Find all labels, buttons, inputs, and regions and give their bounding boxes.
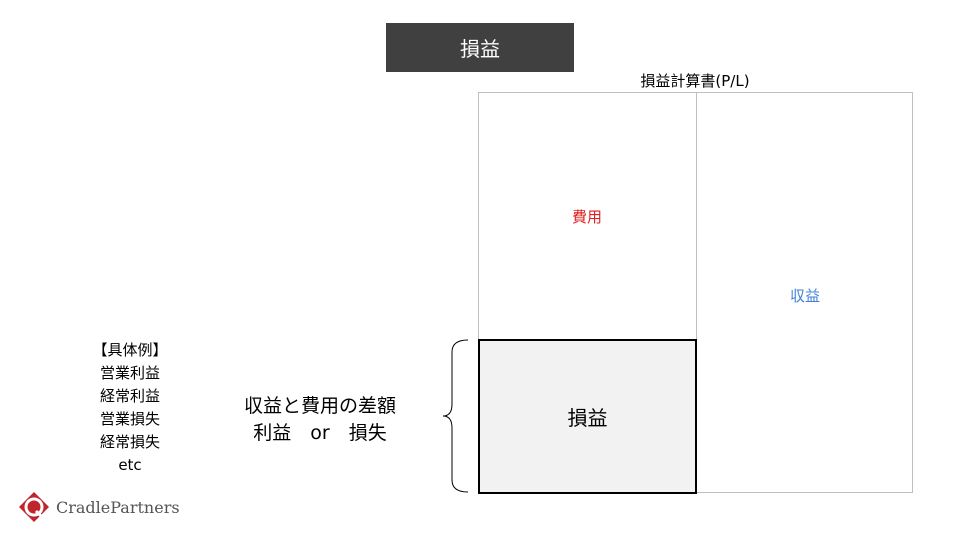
page-title: 損益 — [386, 23, 574, 72]
profit-loss-box: 損益 — [478, 339, 697, 494]
examples-list: 【具体例】 営業利益 経常利益 営業損失 経常損失 etc — [65, 339, 195, 477]
expense-label: 費用 — [571, 208, 602, 226]
cradle-partners-logo-icon — [19, 492, 49, 522]
pl-caption: 損益計算書(P/L) — [640, 72, 750, 90]
curly-brace-icon — [442, 339, 469, 493]
difference-line-1: 収益と費用の差額 — [243, 395, 396, 417]
pl-divider — [696, 92, 697, 493]
example-item: etc — [118, 456, 142, 474]
difference-line-2: 利益 or 損失 — [253, 422, 387, 444]
example-item: 経常損失 — [99, 433, 160, 451]
example-item: 営業損失 — [99, 410, 160, 428]
profit-loss-label: 損益 — [567, 406, 608, 430]
example-item: 経常利益 — [99, 387, 160, 405]
difference-text: 収益と費用の差額 利益 or 損失 — [210, 393, 430, 447]
examples-heading: 【具体例】 — [92, 341, 168, 359]
logo-text: CradlePartners — [56, 497, 180, 517]
company-logo: CradlePartners — [18, 487, 180, 527]
example-item: 営業利益 — [99, 364, 160, 382]
revenue-label: 収益 — [789, 287, 820, 305]
